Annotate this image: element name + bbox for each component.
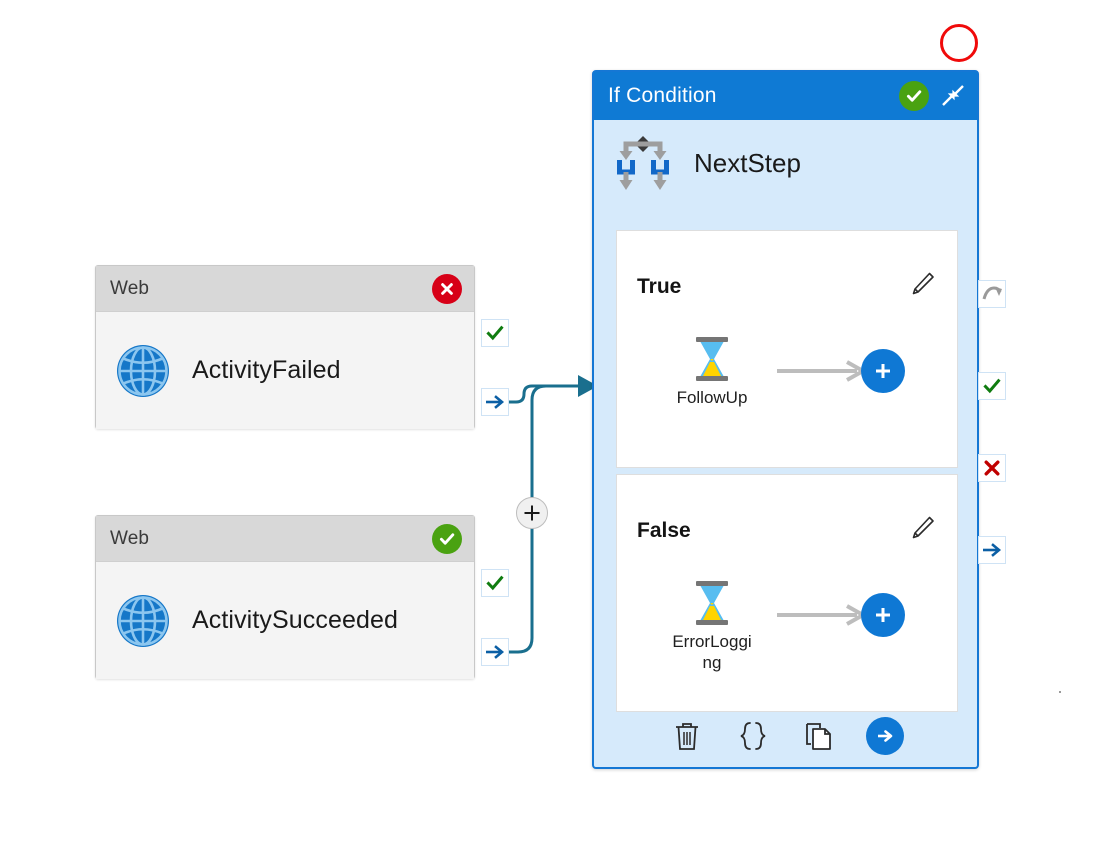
branch-true-activity[interactable]: FollowUp [669, 335, 755, 408]
globe-icon [114, 592, 172, 650]
activity-card-header: Web [96, 516, 474, 562]
if-condition-title: If Condition [608, 84, 717, 107]
activity-failed-completion-port[interactable] [481, 388, 509, 416]
gray-arrow-icon [777, 603, 869, 627]
branch-false[interactable]: False ErrorLogging [616, 474, 958, 712]
if-condition-panel[interactable]: If Condition [592, 70, 979, 769]
gray-arrow-icon [777, 359, 869, 383]
clone-button[interactable] [786, 713, 852, 759]
blue-arrow-circle-icon [865, 717, 904, 755]
branch-true[interactable]: True FollowUp [616, 230, 958, 468]
success-circle-icon [899, 81, 929, 111]
branch-false-activity[interactable]: ErrorLogging [669, 579, 755, 674]
activity-succeeded-completion-port[interactable] [481, 638, 509, 666]
error-circle-icon [432, 273, 462, 304]
branch-false-add-activity-button[interactable] [861, 593, 905, 637]
activity-type-label: Web [110, 277, 150, 299]
if-condition-skipped-port[interactable] [978, 280, 1006, 308]
activity-card-body: ActivityFailed [96, 312, 474, 429]
if-condition-activity-name: NextStep [694, 147, 801, 178]
branch-true-label: True [637, 275, 682, 298]
code-button[interactable] [720, 713, 786, 759]
hourglass-icon [691, 579, 733, 627]
canvas-speck [1059, 691, 1061, 693]
success-circle-icon [432, 523, 462, 554]
pencil-icon[interactable] [907, 269, 937, 299]
activity-card-activity-failed[interactable]: Web ActivityFailed [95, 265, 475, 429]
branch-false-label: False [637, 519, 691, 542]
delete-button[interactable] [654, 713, 720, 759]
collapse-diagonal-icon[interactable] [935, 79, 969, 113]
activity-name-label: ActivityFailed [192, 356, 341, 384]
activity-card-activity-succeeded[interactable]: Web ActivitySucceeded [95, 515, 475, 679]
if-condition-header: If Condition [594, 72, 977, 120]
if-condition-failure-port[interactable] [978, 454, 1006, 482]
branch-true-activity-name: FollowUp [676, 388, 748, 407]
if-condition-completion-port[interactable] [978, 536, 1006, 564]
activity-succeeded-success-port[interactable] [481, 569, 509, 597]
pencil-icon[interactable] [907, 513, 937, 543]
activity-card-body: ActivitySucceeded [96, 562, 474, 679]
if-condition-branch-icon [612, 132, 674, 194]
branch-false-activity-name: ErrorLogging [672, 632, 752, 673]
activity-failed-success-port[interactable] [481, 319, 509, 347]
add-activity-on-connector[interactable] [516, 497, 548, 529]
globe-icon [114, 342, 172, 400]
activity-name-label: ActivitySucceeded [192, 606, 398, 634]
red-highlight-circle [940, 24, 978, 62]
hourglass-icon [691, 335, 733, 383]
run-button[interactable] [852, 713, 918, 759]
if-condition-toolbar [594, 705, 977, 767]
if-condition-success-port[interactable] [978, 372, 1006, 400]
if-condition-activity-row: NextStep [594, 120, 977, 206]
activity-card-header: Web [96, 266, 474, 312]
branch-true-add-activity-button[interactable] [861, 349, 905, 393]
activity-type-label: Web [110, 527, 150, 549]
